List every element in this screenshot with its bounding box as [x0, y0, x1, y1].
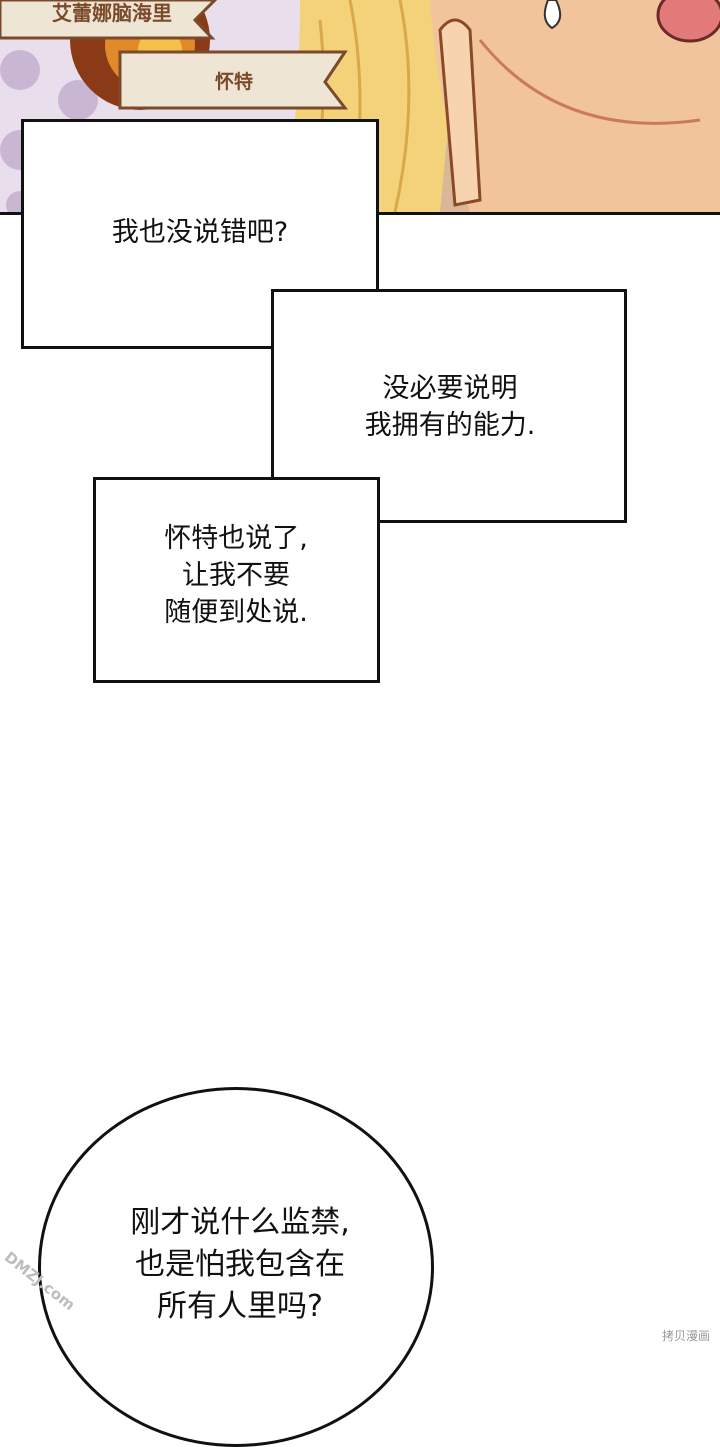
name-tag-ribbon-upper	[0, 0, 218, 40]
character-mouth	[656, 0, 720, 43]
caption-box-3	[93, 477, 380, 683]
caption-1-line-1: 我也没说错吧?	[111, 217, 289, 248]
sweat-drop-icon	[543, 0, 562, 30]
caption-2-line-1: 没必要说明	[382, 373, 518, 404]
caption-2-line-2: 我拥有的能力.	[364, 410, 536, 441]
character-finger	[438, 18, 482, 207]
character-face	[430, 0, 720, 212]
name-tag-upper: 艾蕾娜脑海里	[52, 1, 172, 25]
name-tag-lower: 怀特	[214, 71, 253, 93]
caption-text-1: 我也没说错吧?	[40, 214, 360, 251]
caption-3-line-2: 让我不要	[182, 560, 290, 591]
caption-text-2: 没必要说明 我拥有的能力.	[300, 370, 600, 444]
caption-3-line-1: 怀特也说了,	[164, 523, 308, 554]
caption-3-line-3: 随便到处说.	[164, 597, 308, 628]
name-tag-ribbon-lower	[118, 50, 349, 110]
speech-bubble-text: 刚才说什么监禁, 也是怕我包含在 所有人里吗?	[60, 1202, 420, 1328]
bubble-line-1: 刚才说什么监禁,	[130, 1205, 350, 1240]
bubble-line-2: 也是怕我包含在	[135, 1247, 345, 1282]
watermark-right: 拷贝漫画	[661, 1329, 710, 1343]
bubble-line-3: 所有人里吗?	[157, 1289, 323, 1324]
caption-text-3: 怀特也说了, 让我不要 随便到处说.	[100, 520, 372, 631]
